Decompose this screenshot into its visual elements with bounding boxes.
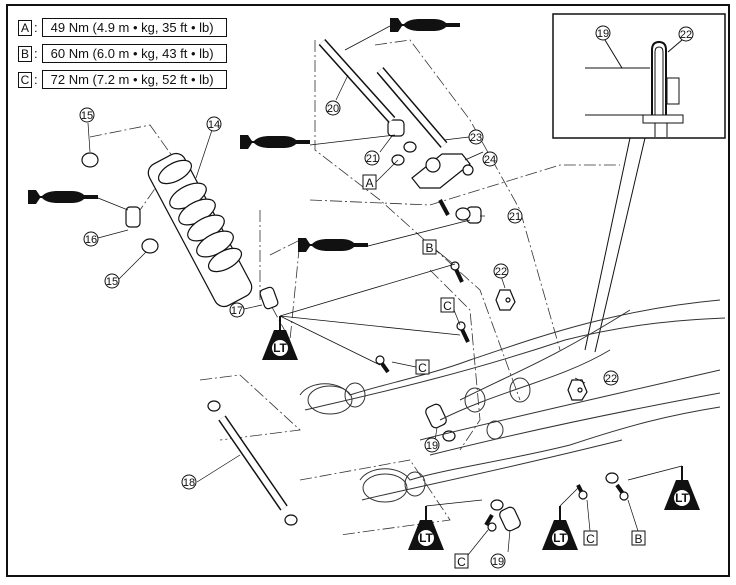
bolts <box>375 199 629 532</box>
callout-22: 22 <box>605 373 617 385</box>
swing-arm-frame <box>299 299 726 503</box>
bolt-label-c: C <box>457 555 466 569</box>
separator: : <box>34 72 38 87</box>
callout-21: 21 <box>366 153 378 165</box>
callout-22: 22 <box>495 266 507 278</box>
assembly-guide-lines <box>89 39 620 536</box>
callout-15: 15 <box>81 110 93 122</box>
torque-letter: B <box>18 45 32 62</box>
callout-16: 16 <box>85 234 97 246</box>
bolt-label-a: A <box>365 176 373 190</box>
lt-label: LT <box>419 531 433 545</box>
bushings <box>81 119 521 532</box>
callout-15: 15 <box>106 276 118 288</box>
callout-17: 17 <box>231 305 243 317</box>
bolt-label-c: C <box>418 361 427 375</box>
torque-value: 49 Nm (4.9 m • kg, 35 ft • lb) <box>41 18 227 37</box>
callout-21: 21 <box>509 211 521 223</box>
diagram-frame <box>6 4 730 577</box>
lt-label: LT <box>675 491 689 505</box>
callout-18: 18 <box>183 477 195 489</box>
callout-14: 14 <box>208 119 220 131</box>
pins <box>218 38 448 511</box>
callout-20: 20 <box>327 103 339 115</box>
callout-23: 23 <box>470 132 482 144</box>
shock-absorber <box>147 152 279 310</box>
callout-19: 19 <box>426 440 438 452</box>
bolt-label-b: B <box>425 241 433 255</box>
torque-value: 60 Nm (6.0 m • kg, 43 ft • lb) <box>41 44 227 63</box>
callout-19-inset: 19 <box>597 28 609 40</box>
callout-22-inset: 22 <box>680 29 692 41</box>
torque-spec-b: B : 60 Nm (6.0 m • kg, 43 ft • lb) <box>18 44 227 63</box>
separator: : <box>34 20 38 35</box>
bolt-labels: A B C C C C B <box>362 174 646 569</box>
torque-letter: C <box>18 71 32 88</box>
separator: : <box>34 46 38 61</box>
brackets <box>495 289 588 401</box>
bolt-label-c: C <box>443 299 452 313</box>
callout-19: 19 <box>492 556 504 568</box>
relay-arm <box>411 153 474 189</box>
torque-spec-c: C : 72 Nm (7.2 m • kg, 52 ft • lb) <box>18 70 227 89</box>
bolt-label-b: B <box>634 532 642 546</box>
lt-label: LT <box>553 531 567 545</box>
locktite-icon <box>261 315 701 551</box>
callouts: 15 14 16 15 17 18 20 21 23 24 21 22 22 1… <box>79 100 619 569</box>
lt-label: LT <box>273 341 287 355</box>
inset-detail: 19 22 <box>552 13 726 353</box>
bolt-label-c: C <box>586 532 595 546</box>
torque-spec-a: A : 49 Nm (4.9 m • kg, 35 ft • lb) <box>18 18 227 37</box>
torque-letter: A <box>18 19 32 36</box>
torque-value: 72 Nm (7.2 m • kg, 52 ft • lb) <box>41 70 227 89</box>
callout-24: 24 <box>484 154 496 166</box>
